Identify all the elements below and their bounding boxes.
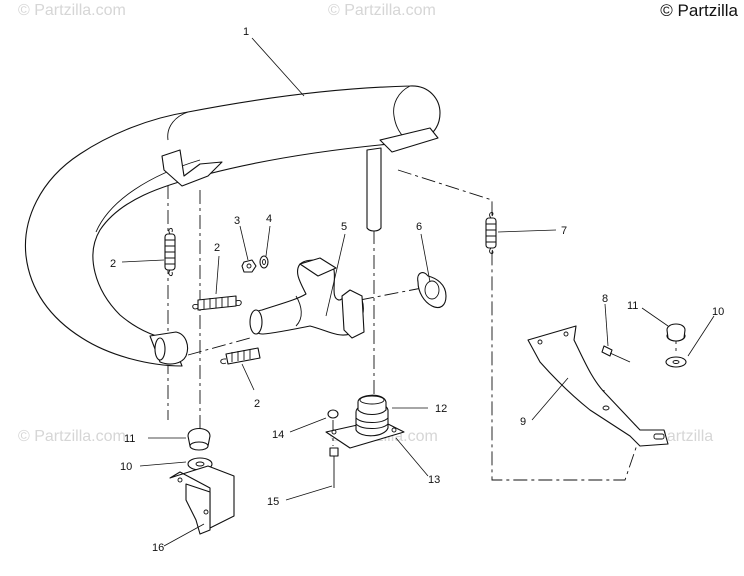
watermark: © Partzilla.com (328, 2, 436, 19)
bolt (601, 345, 631, 363)
callout-label: 14 (272, 429, 284, 441)
spring (220, 347, 261, 365)
callout-label: 1 (243, 26, 249, 38)
callout-label: 11 (124, 433, 135, 445)
watermark: © Partzilla.com (18, 2, 126, 19)
callout-label: 2 (254, 398, 260, 410)
grommet (187, 427, 211, 451)
callout-label: 4 (266, 213, 272, 225)
callout-label: 5 (341, 221, 347, 233)
copyright-notice: © Partzilla (660, 1, 738, 20)
nut (327, 409, 339, 419)
washer (259, 255, 269, 269)
nut (241, 259, 257, 273)
callout-label: 2 (110, 258, 116, 270)
callout-label: 11 (627, 300, 638, 312)
callout-label: 10 (120, 461, 132, 473)
callout-label: 9 (520, 416, 526, 428)
callout-label: 15 (267, 496, 279, 508)
support-bracket (527, 325, 669, 447)
spring (192, 295, 242, 311)
callout-label: 13 (428, 474, 440, 486)
callout-label: 8 (602, 293, 608, 305)
muffler-pipe (24, 85, 441, 367)
spring (485, 211, 497, 255)
callout-label: 6 (416, 221, 422, 233)
callout-label: 12 (435, 403, 447, 415)
washer (665, 356, 687, 368)
spring (164, 227, 176, 277)
rubber-mount (325, 394, 405, 449)
grommet (666, 323, 686, 342)
callout-label: 3 (234, 215, 240, 227)
gasket (417, 272, 447, 309)
callout-label: 10 (712, 306, 724, 318)
bolt (329, 447, 339, 488)
front-bracket (169, 465, 235, 535)
exhaust-manifold (249, 257, 365, 339)
callout-label: 16 (152, 542, 164, 554)
watermark: © Partzilla.com (18, 428, 126, 445)
callout-label: 2 (214, 242, 220, 254)
callout-label: 7 (561, 225, 567, 237)
